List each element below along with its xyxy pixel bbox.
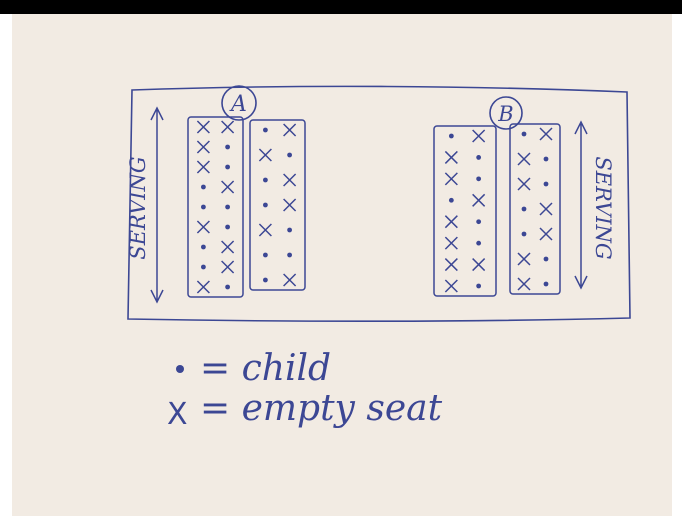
empty-seat-mark — [539, 227, 553, 241]
empty-seat-mark — [283, 123, 297, 137]
child-seat-mark — [521, 131, 527, 137]
empty-seat-mark — [444, 150, 458, 164]
section-marker-a: A — [221, 85, 257, 121]
section-marker-b: B — [489, 96, 523, 130]
empty-seat-mark — [472, 129, 486, 143]
table-a1 — [187, 116, 244, 298]
serving-right-label: SERVING — [591, 156, 615, 259]
child-seat-mark — [476, 176, 482, 182]
child-seat-mark — [543, 256, 549, 262]
section-a-circle — [221, 85, 257, 121]
empty-seat-mark — [221, 260, 235, 274]
serving-left-label: SERVING — [126, 156, 150, 259]
empty-seat-mark — [517, 152, 531, 166]
serving-area-right: SERVING — [574, 120, 615, 290]
empty-seat-mark — [221, 240, 235, 254]
child-seat-mark — [225, 164, 231, 170]
empty-seat-mark — [196, 160, 210, 174]
seat-marks — [196, 120, 553, 294]
serving-left-arrow — [150, 106, 164, 304]
child-seat-mark — [476, 155, 482, 160]
empty-seat-mark — [283, 173, 297, 187]
child-seat-mark — [476, 283, 482, 289]
child-seat-mark — [201, 264, 206, 270]
empty-seat-mark — [539, 202, 553, 216]
empty-seat-mark — [196, 220, 210, 234]
empty-seat-mark — [258, 223, 272, 237]
legend: = child X = empty seat — [167, 348, 443, 432]
child-seat-mark — [263, 127, 268, 133]
right-margin — [672, 14, 682, 516]
child-seat-mark — [201, 244, 206, 250]
serving-right-arrow — [574, 120, 588, 290]
empty-seat-mark — [517, 277, 531, 291]
child-seat-mark — [287, 227, 292, 233]
empty-seat-mark — [444, 172, 458, 186]
legend-child-text: = child — [200, 348, 331, 389]
left-margin — [0, 14, 12, 516]
table-a2 — [249, 119, 306, 291]
child-seat-mark — [263, 202, 268, 208]
table-b2 — [509, 123, 561, 295]
empty-seat-mark — [196, 120, 210, 134]
empty-seat-mark — [283, 273, 297, 287]
empty-seat-mark — [517, 177, 531, 191]
child-seat-mark — [263, 177, 268, 183]
empty-seat-mark — [444, 258, 458, 272]
empty-seat-mark — [221, 180, 235, 194]
empty-seat-mark — [196, 280, 210, 294]
child-seat-mark — [225, 144, 231, 150]
child-seat-mark — [263, 252, 268, 258]
legend-empty-text: = empty seat — [200, 388, 443, 429]
legend-empty-symbol: X — [167, 397, 188, 432]
child-seat-mark — [225, 204, 231, 210]
child-seat-mark — [201, 204, 206, 210]
child-seat-mark — [543, 281, 549, 287]
child-seat-mark — [287, 152, 292, 158]
top-frame-edge — [0, 0, 682, 14]
child-seat-mark — [225, 224, 231, 230]
empty-seat-mark — [283, 198, 297, 212]
empty-seat-mark — [472, 258, 486, 272]
child-seat-mark — [521, 231, 527, 237]
child-seat-mark — [287, 252, 292, 258]
child-seat-mark — [263, 277, 268, 283]
child-seat-mark — [448, 197, 454, 203]
child-seat-mark — [476, 219, 482, 225]
child-seat-mark — [476, 240, 482, 246]
section-b-label: B — [497, 102, 513, 126]
child-seat-mark — [543, 181, 549, 187]
serving-area-left: SERVING — [126, 106, 164, 304]
empty-seat-mark — [444, 215, 458, 229]
section-a-label: A — [229, 92, 247, 117]
child-seat-mark — [225, 284, 231, 290]
legend-child-dot — [176, 365, 184, 373]
dining-hall-outline — [127, 85, 631, 322]
child-seat-mark — [543, 156, 549, 162]
empty-seat-mark — [472, 193, 486, 207]
child-seat-mark — [521, 206, 527, 212]
empty-seat-mark — [444, 236, 458, 250]
empty-seat-mark — [444, 279, 458, 293]
table-b1 — [433, 125, 497, 297]
empty-seat-mark — [258, 148, 272, 162]
child-seat-mark — [201, 184, 206, 190]
empty-seat-mark — [517, 252, 531, 266]
empty-seat-mark — [196, 140, 210, 154]
empty-seat-mark — [221, 120, 235, 134]
child-seat-mark — [448, 133, 454, 139]
section-b-circle — [489, 96, 523, 130]
empty-seat-mark — [539, 127, 553, 141]
